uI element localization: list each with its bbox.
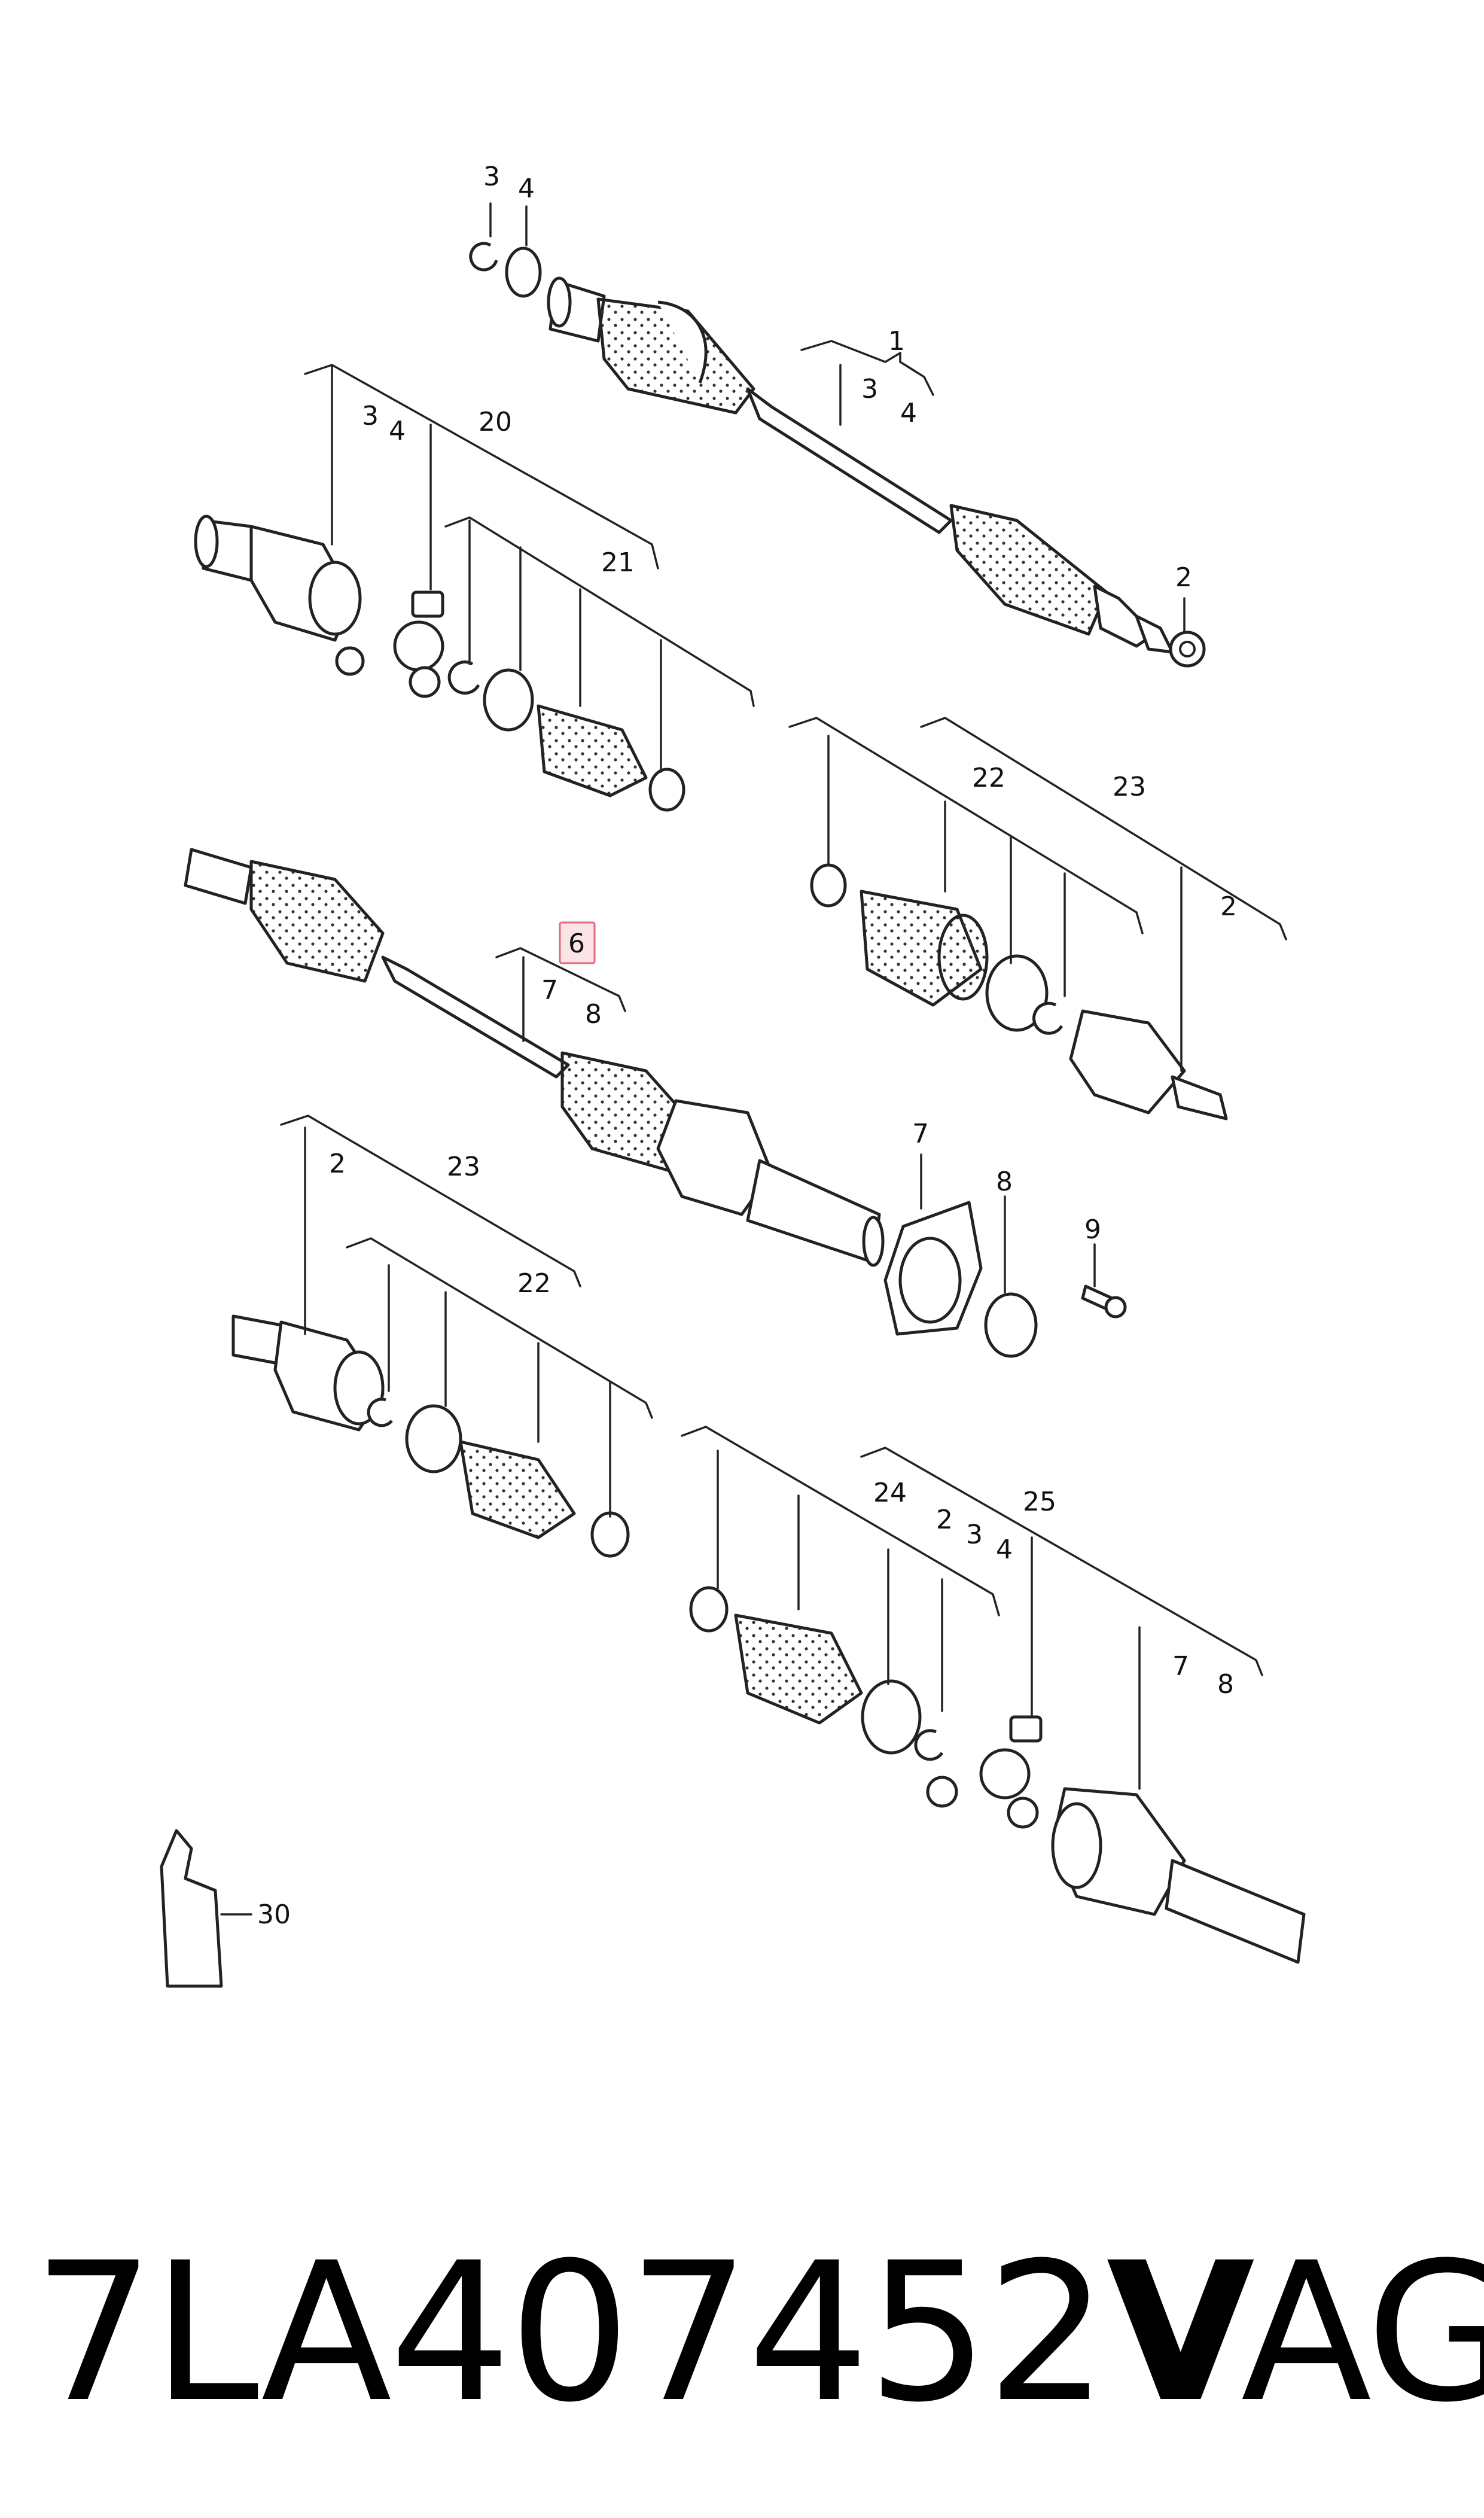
clamp-large-upper-left[interactable]: [483, 668, 534, 732]
leader-lines: [220, 202, 1287, 1916]
grease-tube[interactable]: [160, 1829, 223, 1988]
callout-25: 25: [1023, 1487, 1056, 1517]
circlip-upper-left[interactable]: [447, 660, 480, 695]
outer-joint-lower-left[interactable]: [231, 1314, 385, 1432]
circlip-lower-left[interactable]: [367, 1397, 393, 1427]
clamp-small-lower-right[interactable]: [689, 1586, 729, 1633]
clamp-large-upper-right[interactable]: [985, 954, 1049, 1032]
clamp-large-lower-left[interactable]: [405, 1404, 462, 1473]
boot-upper-left[interactable]: [537, 704, 648, 797]
inner-joint-upper-right[interactable]: [1069, 1009, 1228, 1121]
circlip-lower-right[interactable]: [914, 1729, 944, 1761]
circlip-upper-right[interactable]: [1032, 1001, 1064, 1035]
part-6-highlight: [559, 921, 596, 964]
callout-3-group2: 3: [362, 401, 379, 431]
callout-3-bottom: 3: [966, 1520, 983, 1550]
drive-shaft-assembly-top[interactable]: [547, 276, 1174, 654]
clamp-small-upper-left[interactable]: [648, 768, 685, 812]
callout-3-group1: 3: [861, 374, 878, 404]
callout-30: 30: [257, 1899, 291, 1930]
callout-4-bottom: 4: [996, 1534, 1013, 1565]
boot-upper-right[interactable]: [860, 890, 989, 1007]
callout-2-nut: 2: [1175, 562, 1192, 593]
callout-21: 21: [601, 547, 635, 578]
callout-2-left: 2: [329, 1149, 346, 1179]
drive-shaft-main[interactable]: [184, 848, 885, 1267]
bolt-9[interactable]: [1081, 1284, 1127, 1319]
part-number-label: 7LA407452V: [33, 2222, 1237, 2444]
dust-seal-plate[interactable]: [883, 1201, 983, 1336]
boot-lower-right[interactable]: [734, 1613, 863, 1725]
callout-8-mid: 8: [585, 999, 602, 1030]
tripod-joint-upper-left[interactable]: [335, 590, 444, 698]
outer-joint-upper-left[interactable]: [194, 514, 362, 642]
callout-4-group2: 4: [389, 416, 406, 446]
callout-3-top: 3: [483, 162, 500, 192]
callout-8-ring: 8: [996, 1167, 1013, 1197]
callout-2-right: 2: [1220, 891, 1237, 922]
callout-20: 20: [479, 407, 512, 437]
boot-lower-left[interactable]: [459, 1440, 576, 1539]
nut-top[interactable]: [1169, 631, 1206, 668]
callout-7-bottom: 7: [1172, 1651, 1189, 1682]
callout-22-right: 22: [972, 763, 1005, 793]
callout-22-left: 22: [517, 1268, 551, 1299]
callout-2-bottom: 2: [936, 1505, 953, 1535]
callout-4-top: 4: [518, 173, 535, 204]
tripod-joint-lower-right[interactable]: [926, 1715, 1043, 1829]
clamp-small-lower-left[interactable]: [590, 1511, 630, 1558]
callout-8-bottom: 8: [1217, 1669, 1234, 1700]
exploded-parts-diagram: 3 4 1 3 4 2 3 4 20 21 22 23 2 6 7 8 7 8 …: [160, 162, 1306, 1988]
callout-7-mid: 7: [541, 975, 558, 1006]
brand-label: VAG: [1125, 2222, 1484, 2444]
callout-9-bolt: 9: [1084, 1214, 1101, 1245]
callout-6: 6: [568, 928, 585, 959]
callout-23-left: 23: [447, 1152, 480, 1182]
clamp-small-upper-right[interactable]: [810, 863, 847, 908]
inner-joint-lower-right[interactable]: [1051, 1787, 1306, 1964]
o-ring-8[interactable]: [984, 1292, 1038, 1358]
o-ring-top[interactable]: [505, 246, 542, 298]
circlip-top[interactable]: [469, 242, 498, 272]
callout-23-right: 23: [1113, 772, 1146, 802]
callout-1: 1: [888, 326, 905, 357]
callout-24: 24: [873, 1478, 907, 1508]
clamp-large-lower-right[interactable]: [861, 1679, 922, 1755]
callout-4-group1: 4: [900, 398, 917, 428]
callout-7-seal: 7: [912, 1119, 929, 1149]
